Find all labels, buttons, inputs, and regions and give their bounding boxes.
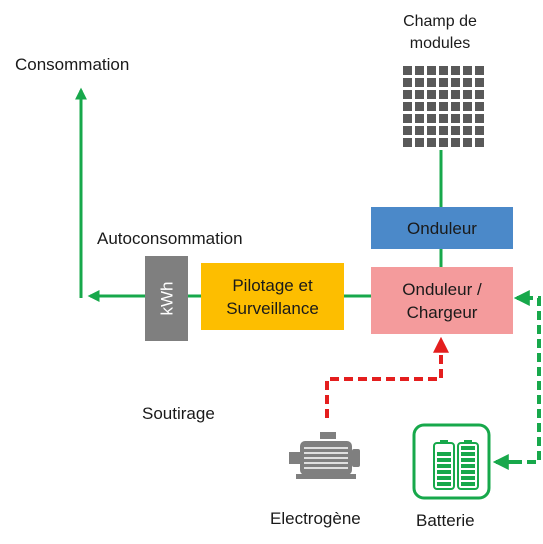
- champ-label-line2: modules: [409, 35, 471, 52]
- panel-cell: [427, 138, 436, 147]
- autoconsommation-label: Autoconsommation: [97, 229, 243, 248]
- panel-cell: [427, 102, 436, 111]
- panel-cell: [439, 126, 448, 135]
- panel-cell: [439, 138, 448, 147]
- electrogene-label: Electrogène: [270, 509, 361, 528]
- panel-cell: [403, 90, 412, 99]
- panel-cell: [475, 102, 484, 111]
- panel-cell: [427, 126, 436, 135]
- onduleur-label: Onduleur: [407, 218, 477, 238]
- panel-cell: [475, 90, 484, 99]
- pilotage-label-line2: Surveillance: [226, 298, 319, 318]
- panel-cell: [403, 102, 412, 111]
- panel-cell: [451, 90, 460, 99]
- panel-cell: [403, 78, 412, 87]
- generator-icon: [289, 432, 360, 479]
- panel-cell: [403, 138, 412, 147]
- panel-cell: [463, 78, 472, 87]
- panel-cell: [439, 78, 448, 87]
- onduleur-box: Onduleur: [371, 207, 513, 249]
- panel-cell: [451, 138, 460, 147]
- panel-cell: [463, 102, 472, 111]
- battery-icon: [412, 423, 491, 500]
- panel-cell: [451, 78, 460, 87]
- panel-cell: [475, 78, 484, 87]
- panel-cell: [439, 90, 448, 99]
- panel-cell: [463, 138, 472, 147]
- generator-to-chargeur-dashed-line: [325, 336, 449, 418]
- panel-cell: [439, 102, 448, 111]
- pilotage-surveillance-box: Pilotage et Surveillance: [201, 263, 344, 330]
- champ-modules-label: Champ de modules: [380, 11, 500, 55]
- panel-cell: [427, 78, 436, 87]
- onduleur-chargeur-label-line1: Onduleur /: [402, 279, 482, 299]
- onduleur-chargeur-box: Onduleur / Chargeur: [371, 267, 513, 334]
- kwh-label: kWh: [157, 281, 176, 316]
- panel-cell: [463, 90, 472, 99]
- consommation-label: Consommation: [15, 55, 130, 74]
- panel-cell: [451, 126, 460, 135]
- panel-cell: [415, 138, 424, 147]
- panel-cell: [415, 102, 424, 111]
- panel-cell: [415, 78, 424, 87]
- panel-cell: [427, 90, 436, 99]
- panel-cell: [427, 114, 436, 123]
- panel-cell: [439, 114, 448, 123]
- panel-cell: [403, 114, 412, 123]
- panel-cell: [463, 114, 472, 123]
- panel-cell: [475, 126, 484, 135]
- pilotage-label-line1: Pilotage et: [232, 275, 313, 295]
- panel-cell: [403, 66, 412, 75]
- panel-cell: [415, 126, 424, 135]
- panel-cell: [475, 66, 484, 75]
- panel-cell: [451, 114, 460, 123]
- panel-cell: [427, 66, 436, 75]
- panel-cell: [475, 114, 484, 123]
- solar-panel-icon: [403, 66, 484, 147]
- batterie-label: Batterie: [416, 511, 475, 530]
- panel-cell: [463, 66, 472, 75]
- panel-cell: [451, 102, 460, 111]
- panel-cell: [403, 126, 412, 135]
- soutirage-label: Soutirage: [142, 404, 215, 423]
- onduleur-chargeur-label-line2: Chargeur: [406, 302, 478, 322]
- panel-cell: [463, 126, 472, 135]
- champ-label-line1: Champ de: [403, 13, 477, 30]
- kwh-meter-box: kWh: [145, 256, 188, 341]
- panel-cell: [451, 66, 460, 75]
- panel-cell: [415, 90, 424, 99]
- panel-cell: [475, 138, 484, 147]
- panel-cell: [415, 114, 424, 123]
- panel-cell: [415, 66, 424, 75]
- panel-cell: [439, 66, 448, 75]
